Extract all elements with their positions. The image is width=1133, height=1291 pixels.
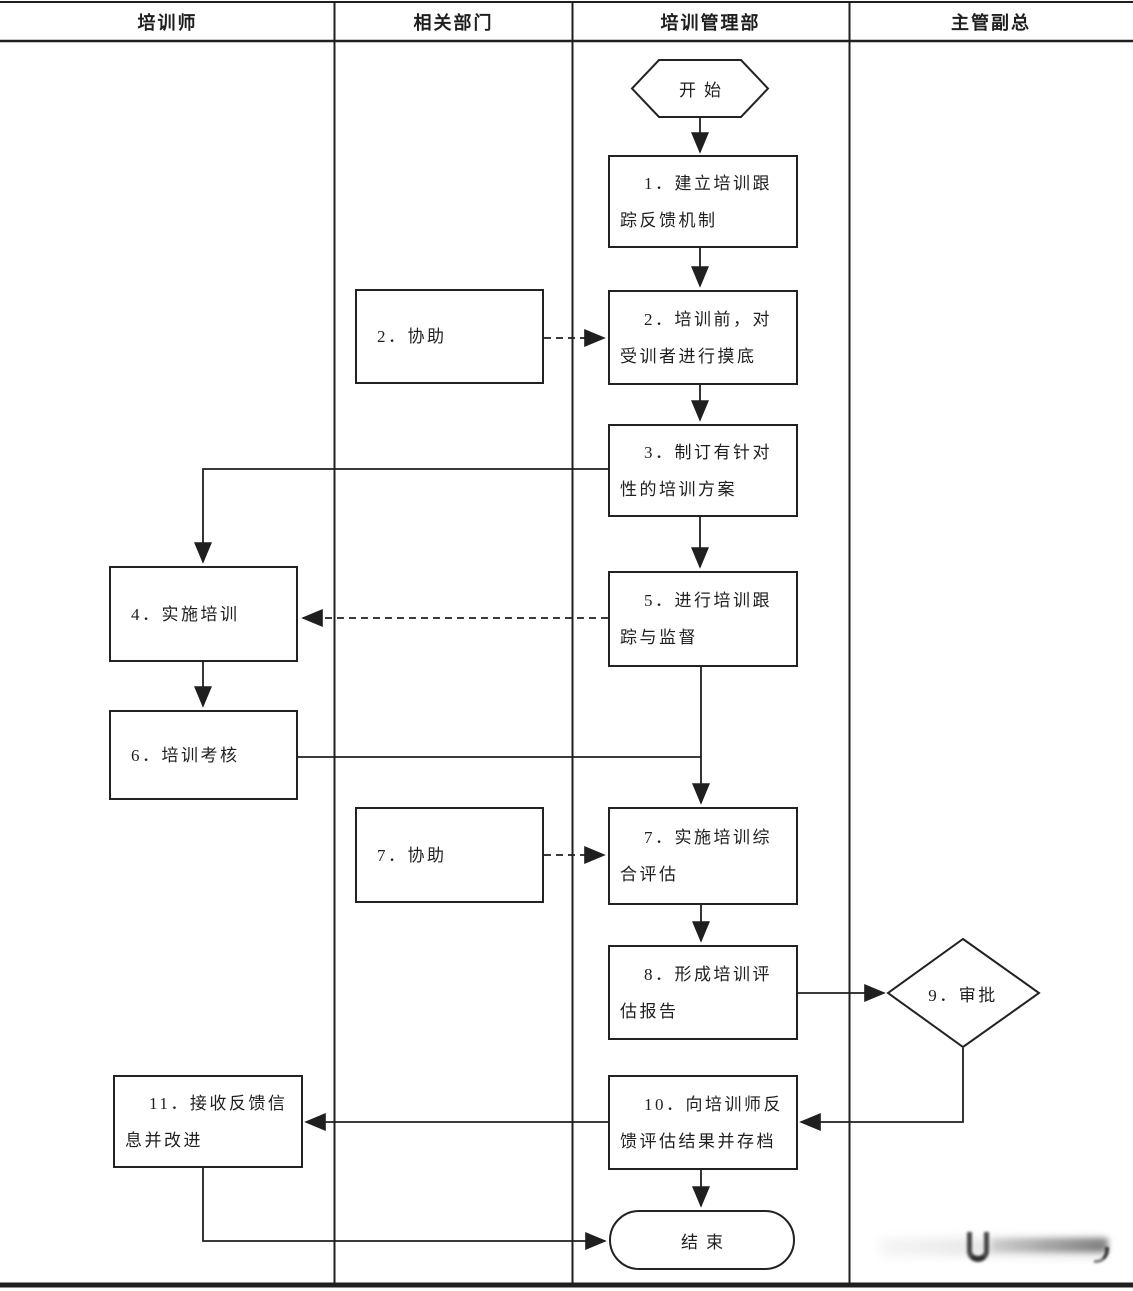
node-assist2: 2．协助	[355, 289, 544, 384]
node-step1-text: 1．建立培训跟 踪反馈机制	[620, 173, 772, 230]
node-step11-receive-feedback: 11．接收反馈信 息并改进	[113, 1075, 303, 1168]
node-step3-text: 3．制订有针对 性的培训方案	[620, 442, 772, 499]
watermark-smudge-band	[880, 1238, 1105, 1256]
start-node-label: 开始	[679, 81, 729, 100]
node-step10-feedback-archive: 10．向培训师反 馈评估结果并存档	[608, 1075, 798, 1170]
node-assist7-text: 7．协助	[377, 845, 447, 865]
end-node: 结束	[609, 1210, 795, 1270]
connector-decision9-step10	[799, 1048, 964, 1131]
node-step7-text: 7．实施培训综 合评估	[620, 828, 772, 884]
node-step2-pretraining-survey: 2．培训前，对 受训者进行摸底	[608, 290, 798, 385]
node-step6-training-assessment: 6．培训考核	[109, 710, 298, 800]
node-step10-text: 10．向培训师反 馈评估结果并存档	[620, 1094, 783, 1151]
node-step4-text: 4．实施培训	[131, 604, 240, 624]
connector-step11-end	[202, 1168, 607, 1250]
node-step2-text: 2．培训前，对 受训者进行摸底	[620, 309, 772, 366]
node-step4-implement-training: 4．实施培训	[109, 566, 298, 662]
lane-header-training-mgmt: 培训管理部	[660, 13, 761, 33]
node-step11-text: 11．接收反馈信 息并改进	[125, 1093, 288, 1150]
watermark-hook-glyph	[1094, 1247, 1109, 1263]
lane-header-trainer: 培训师	[137, 13, 198, 33]
decision-diamond-shape	[886, 937, 1041, 1049]
start-hexagon-shape	[630, 59, 770, 118]
node-step3-make-plan: 3．制订有针对 性的培训方案	[608, 424, 798, 517]
watermark-u-glyph	[967, 1232, 989, 1262]
lane-header-related-dept: 相关部门	[413, 13, 494, 33]
node-assist2-text: 2．协助	[377, 327, 447, 346]
node-step8-text: 8．形成培训评 估报告	[620, 964, 772, 1021]
connector-step3-step4	[194, 468, 608, 564]
node-step5-tracking-supervision: 5．进行培训跟 踪与监督	[608, 571, 798, 667]
node-step6-text: 6．培训考核	[131, 745, 240, 765]
node-step7-comprehensive-evaluation: 7．实施培训综 合评估	[608, 807, 798, 905]
decision-approval-label: 9．审批	[928, 985, 998, 1005]
watermark-smudge-bar	[992, 1238, 1108, 1252]
node-step1-establish-tracking: 1．建立培训跟 踪反馈机制	[608, 155, 798, 248]
node-step5-text: 5．进行培训跟 踪与监督	[620, 591, 772, 647]
lane-header-vp: 主管副总	[951, 13, 1031, 33]
node-assist7: 7．协助	[355, 807, 544, 903]
node-step8-evaluation-report: 8．形成培训评 估报告	[608, 945, 798, 1040]
